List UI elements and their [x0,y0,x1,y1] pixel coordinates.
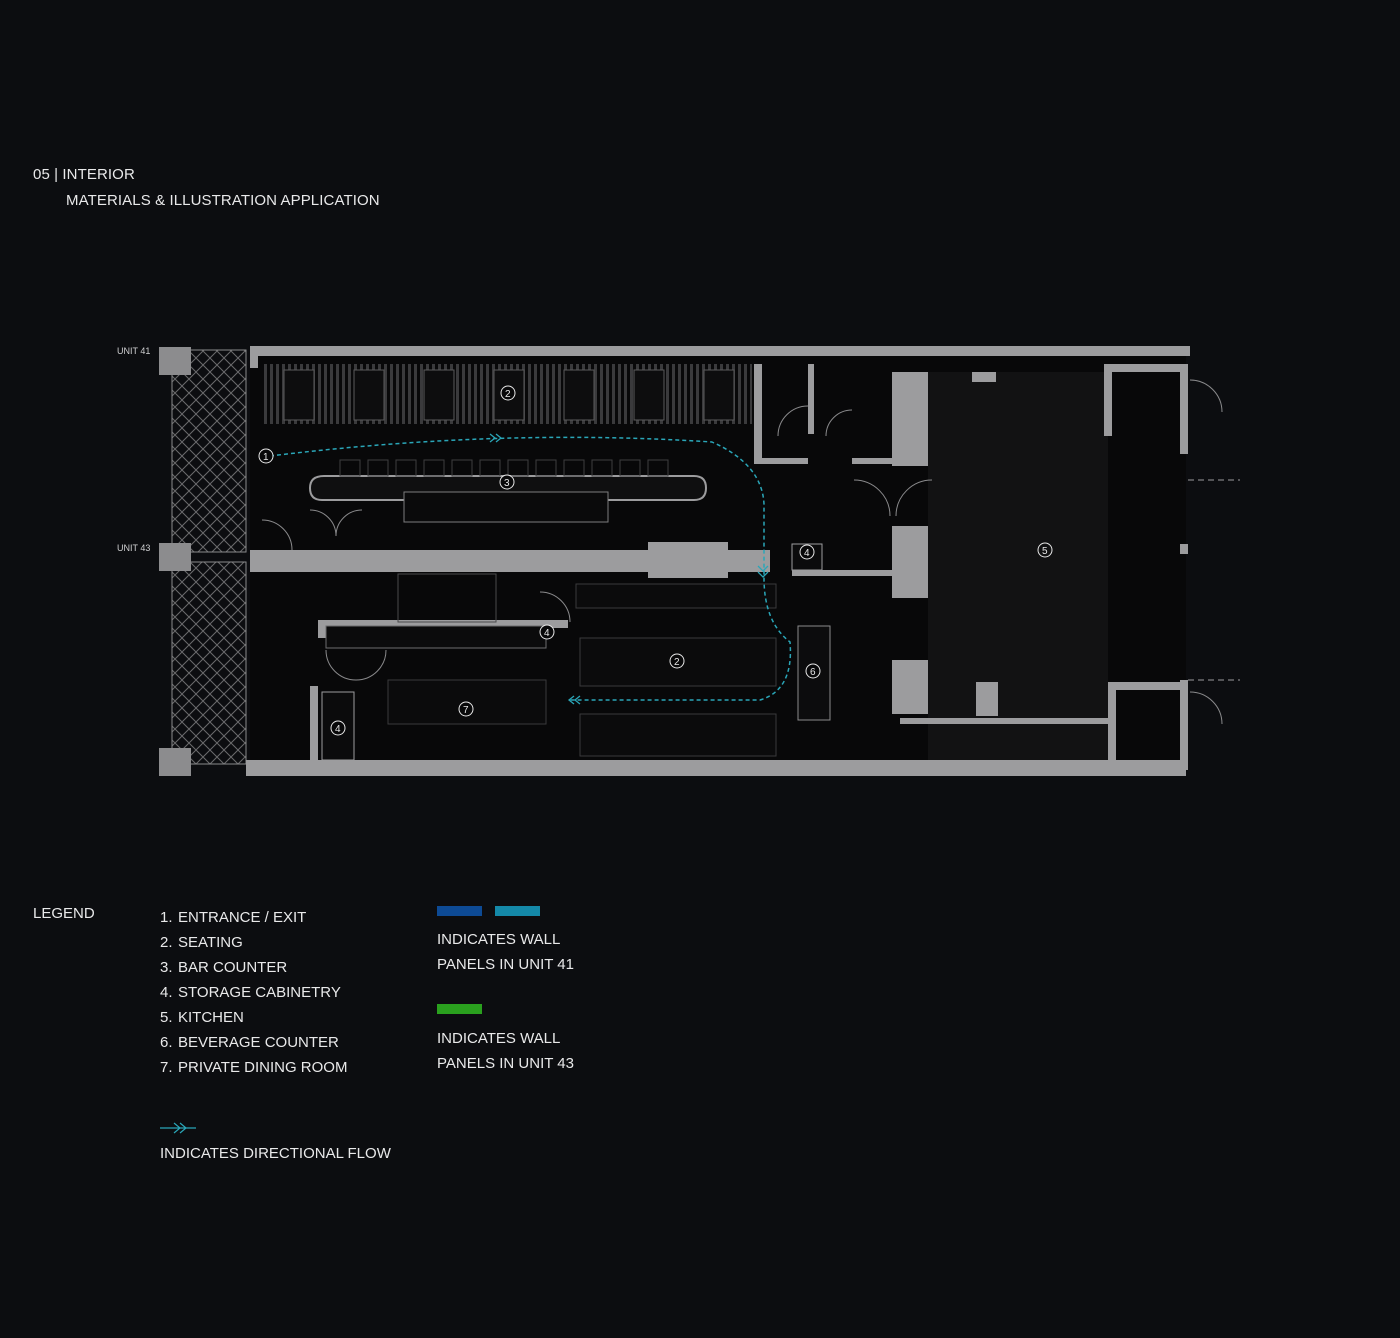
column-mid [159,543,191,571]
legend-item: 5.KITCHEN [160,1009,244,1026]
legend-list: 1.ENTRANCE / EXIT 2.SEATING 3.BAR COUNTE… [160,905,347,1080]
unit43-note: INDICATES WALL PANELS IN UNIT 43 [437,1030,574,1072]
svg-text:4: 4 [804,548,810,559]
unit-43-label: UNIT 43 [117,543,150,553]
unit41-swatch-teal [495,906,540,916]
stairs [397,573,497,623]
facade-hatch-upper [171,349,247,553]
legend-item: 4.STORAGE CABINETRY [160,984,341,1001]
zone-marker-1: 1 [258,448,274,464]
svg-text:7: 7 [463,705,469,716]
legend-item: 6.BEVERAGE COUNTER [160,1034,339,1051]
zone-marker-3: 3 [499,474,515,490]
flow-arrows [489,433,769,705]
svg-text:4: 4 [335,724,341,735]
facade-hatch-lower [171,561,247,765]
legend-item: 3.BAR COUNTER [160,959,288,976]
directional-flow-path [269,436,792,701]
svg-text:2: 2 [674,657,680,668]
walls [246,346,1190,776]
zone-marker-5: 5 [1037,542,1053,558]
zone-marker-7: 7 [458,701,474,717]
flow-arrow-icon [160,1122,196,1134]
page-title: 05 | INTERIOR [33,166,135,183]
legend-item: 2.SEATING [160,934,243,951]
flow-note: INDICATES DIRECTIONAL FLOW [160,1145,391,1162]
svg-text:5: 5 [1042,546,1048,557]
svg-text:1: 1 [263,452,269,463]
door-swings [261,379,1223,725]
page-subtitle: MATERIALS & ILLUSTRATION APPLICATION [66,192,380,209]
svg-text:2: 2 [505,389,511,400]
kitchen-floor [928,372,1108,762]
zone-marker-2-upper: 2 [500,385,516,401]
unit41-note: INDICATES WALL PANELS IN UNIT 41 [437,931,574,973]
booth-tables [283,369,735,421]
unit41-swatch-blue [437,906,482,916]
svg-text:6: 6 [810,667,816,678]
zone-marker-4-right: 4 [799,544,815,560]
legend-item: 7.PRIVATE DINING ROOM [160,1059,348,1076]
column-top [159,347,191,375]
legend-heading: LEGEND [33,905,95,922]
zone-marker-2-lower: 2 [669,653,685,669]
unit-41-label: UNIT 41 [117,346,150,356]
zone-marker-4-mid: 4 [539,624,555,640]
column-bottom [159,748,191,776]
storage-cabinet-mid [325,625,547,649]
unit43-swatch-green [437,1004,482,1014]
svg-text:4: 4 [544,628,550,639]
floor-plan: UNIT 41 UNIT 43 [117,346,1240,776]
legend-item: 1.ENTRANCE / EXIT [160,909,307,926]
zone-marker-4-left: 4 [330,720,346,736]
svg-text:3: 3 [504,478,510,489]
back-bar [403,491,609,523]
zone-marker-6: 6 [805,663,821,679]
bar-stools [339,459,669,477]
